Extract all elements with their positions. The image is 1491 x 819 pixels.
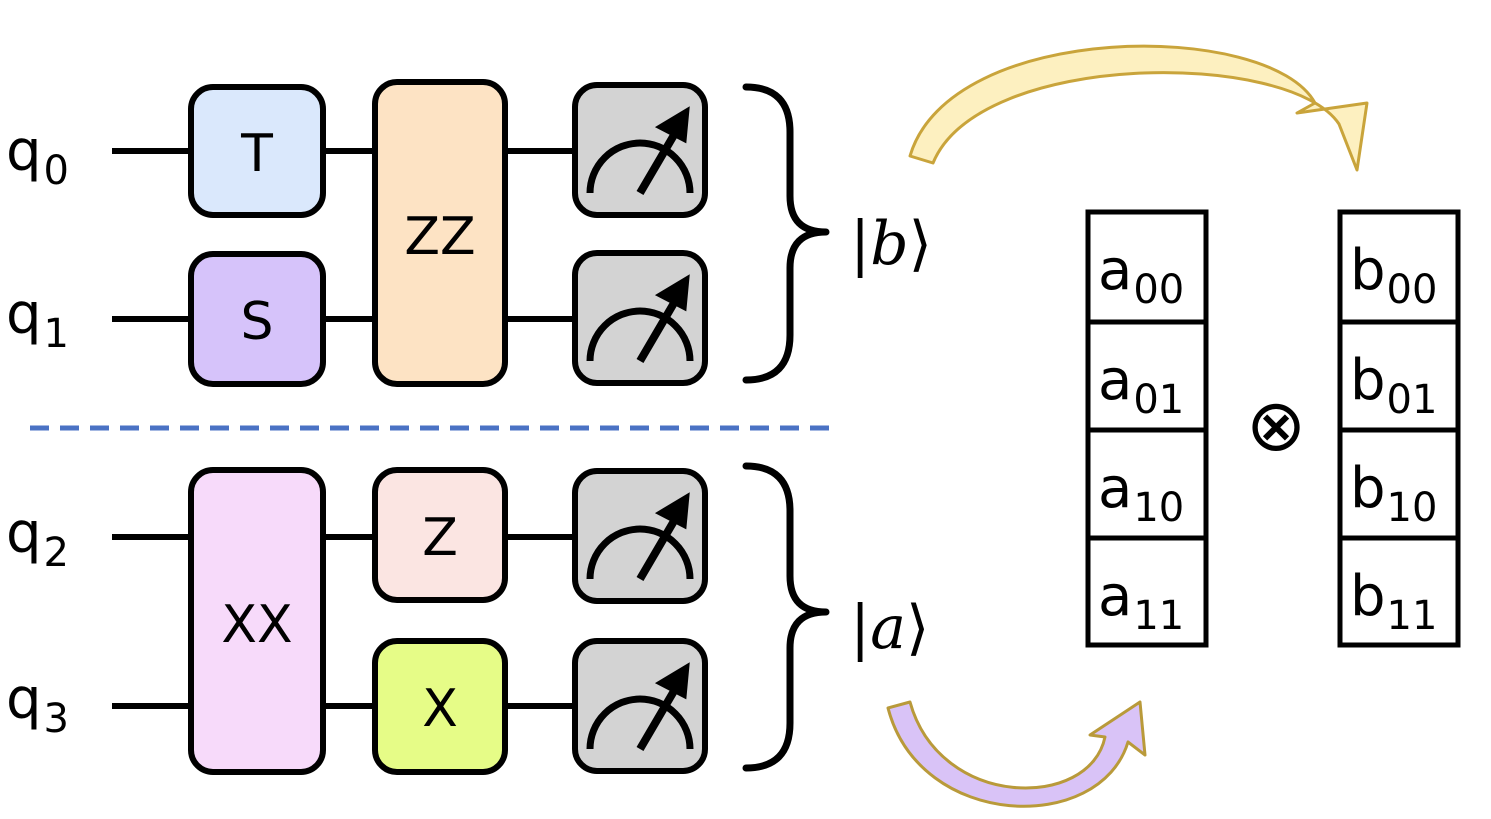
vector-entry-b11: b11 bbox=[1350, 564, 1437, 639]
vector-entry-b10: b10 bbox=[1350, 456, 1437, 531]
lower-brace bbox=[742, 462, 830, 772]
meter-dial bbox=[586, 695, 694, 750]
gate-z bbox=[372, 467, 508, 603]
measure-gate-1 bbox=[572, 250, 708, 386]
gate-s-label: S bbox=[240, 292, 273, 352]
gate-s bbox=[188, 251, 326, 387]
qubit-label-q1: q1 bbox=[6, 282, 69, 357]
vector-b-cell-01: b01 bbox=[1337, 319, 1461, 433]
gate-x bbox=[372, 638, 508, 775]
meter-needle bbox=[636, 132, 678, 196]
measure-gate-2 bbox=[572, 468, 708, 604]
lower-curved-arrow-icon bbox=[886, 700, 1147, 808]
vector-b: b00 b01 b10 b11 bbox=[1337, 209, 1461, 648]
gate-t-label: T bbox=[240, 124, 273, 184]
meter-dial bbox=[586, 307, 694, 362]
measure-gate-box bbox=[572, 250, 708, 386]
vector-cell-box bbox=[1085, 535, 1209, 648]
measurement-meters bbox=[572, 82, 708, 774]
measure-gate-0 bbox=[572, 82, 708, 218]
vector-b-cell-00: b00 bbox=[1337, 209, 1461, 325]
gate-t bbox=[188, 84, 326, 218]
vector-entry-a11: a11 bbox=[1098, 564, 1184, 639]
vector-a-cell-00: a00 bbox=[1085, 209, 1209, 325]
measurement-meter-icon bbox=[654, 106, 690, 144]
meter-needle bbox=[636, 518, 678, 582]
gate-xx bbox=[188, 467, 326, 775]
vector-b-cell-10: b10 bbox=[1337, 427, 1461, 541]
vector-entry-a00: a00 bbox=[1098, 238, 1184, 313]
vector-a-cell-01: a01 bbox=[1085, 319, 1209, 433]
vector-cell-box bbox=[1337, 319, 1461, 433]
vector-cell-box bbox=[1085, 209, 1209, 325]
qubit-label-q3: q3 bbox=[6, 667, 69, 742]
vector-cell-box bbox=[1085, 427, 1209, 541]
gate-z-label: Z bbox=[422, 508, 458, 568]
gate-zz bbox=[372, 79, 508, 387]
measurement-meter-icon bbox=[654, 492, 690, 530]
vector-a-cell-11: a11 bbox=[1085, 535, 1209, 648]
measure-gate-box bbox=[572, 638, 708, 774]
meter-dial bbox=[586, 139, 694, 194]
gate-x-label: X bbox=[422, 679, 458, 739]
upper-curved-arrow-icon bbox=[908, 44, 1369, 172]
measure-gate-box bbox=[572, 82, 708, 218]
meter-needle bbox=[636, 688, 678, 752]
qubit-label-q2: q2 bbox=[6, 501, 69, 576]
vector-entry-b01: b01 bbox=[1350, 348, 1437, 423]
vector-entry-b00: b00 bbox=[1350, 238, 1437, 313]
vector-b-cell-11: b11 bbox=[1337, 535, 1461, 648]
ket-b: |b⟩ bbox=[850, 209, 932, 279]
gate-zz-label: ZZ bbox=[404, 207, 475, 267]
measurement-meter-icon bbox=[654, 274, 690, 312]
vector-cell-box bbox=[1337, 209, 1461, 325]
vector-cell-box bbox=[1337, 535, 1461, 648]
meter-needle bbox=[636, 300, 678, 364]
qubit-label-q0: q0 bbox=[6, 119, 69, 194]
vector-a-cell-10: a10 bbox=[1085, 427, 1209, 541]
meter-dial bbox=[586, 525, 694, 580]
gate-xx-label: XX bbox=[221, 595, 292, 655]
ket-a: |a⟩ bbox=[850, 593, 929, 663]
vector-a: a00 a01 a10 a11 bbox=[1085, 209, 1209, 648]
tensor-product-symbol: ⊗ bbox=[1246, 383, 1306, 467]
measure-gate-3 bbox=[572, 638, 708, 774]
measure-gate-box bbox=[572, 468, 708, 604]
upper-brace bbox=[742, 83, 830, 384]
measurement-meter-icon bbox=[654, 662, 690, 700]
vector-entry-a10: a10 bbox=[1098, 456, 1184, 531]
vector-entry-a01: a01 bbox=[1098, 348, 1184, 423]
